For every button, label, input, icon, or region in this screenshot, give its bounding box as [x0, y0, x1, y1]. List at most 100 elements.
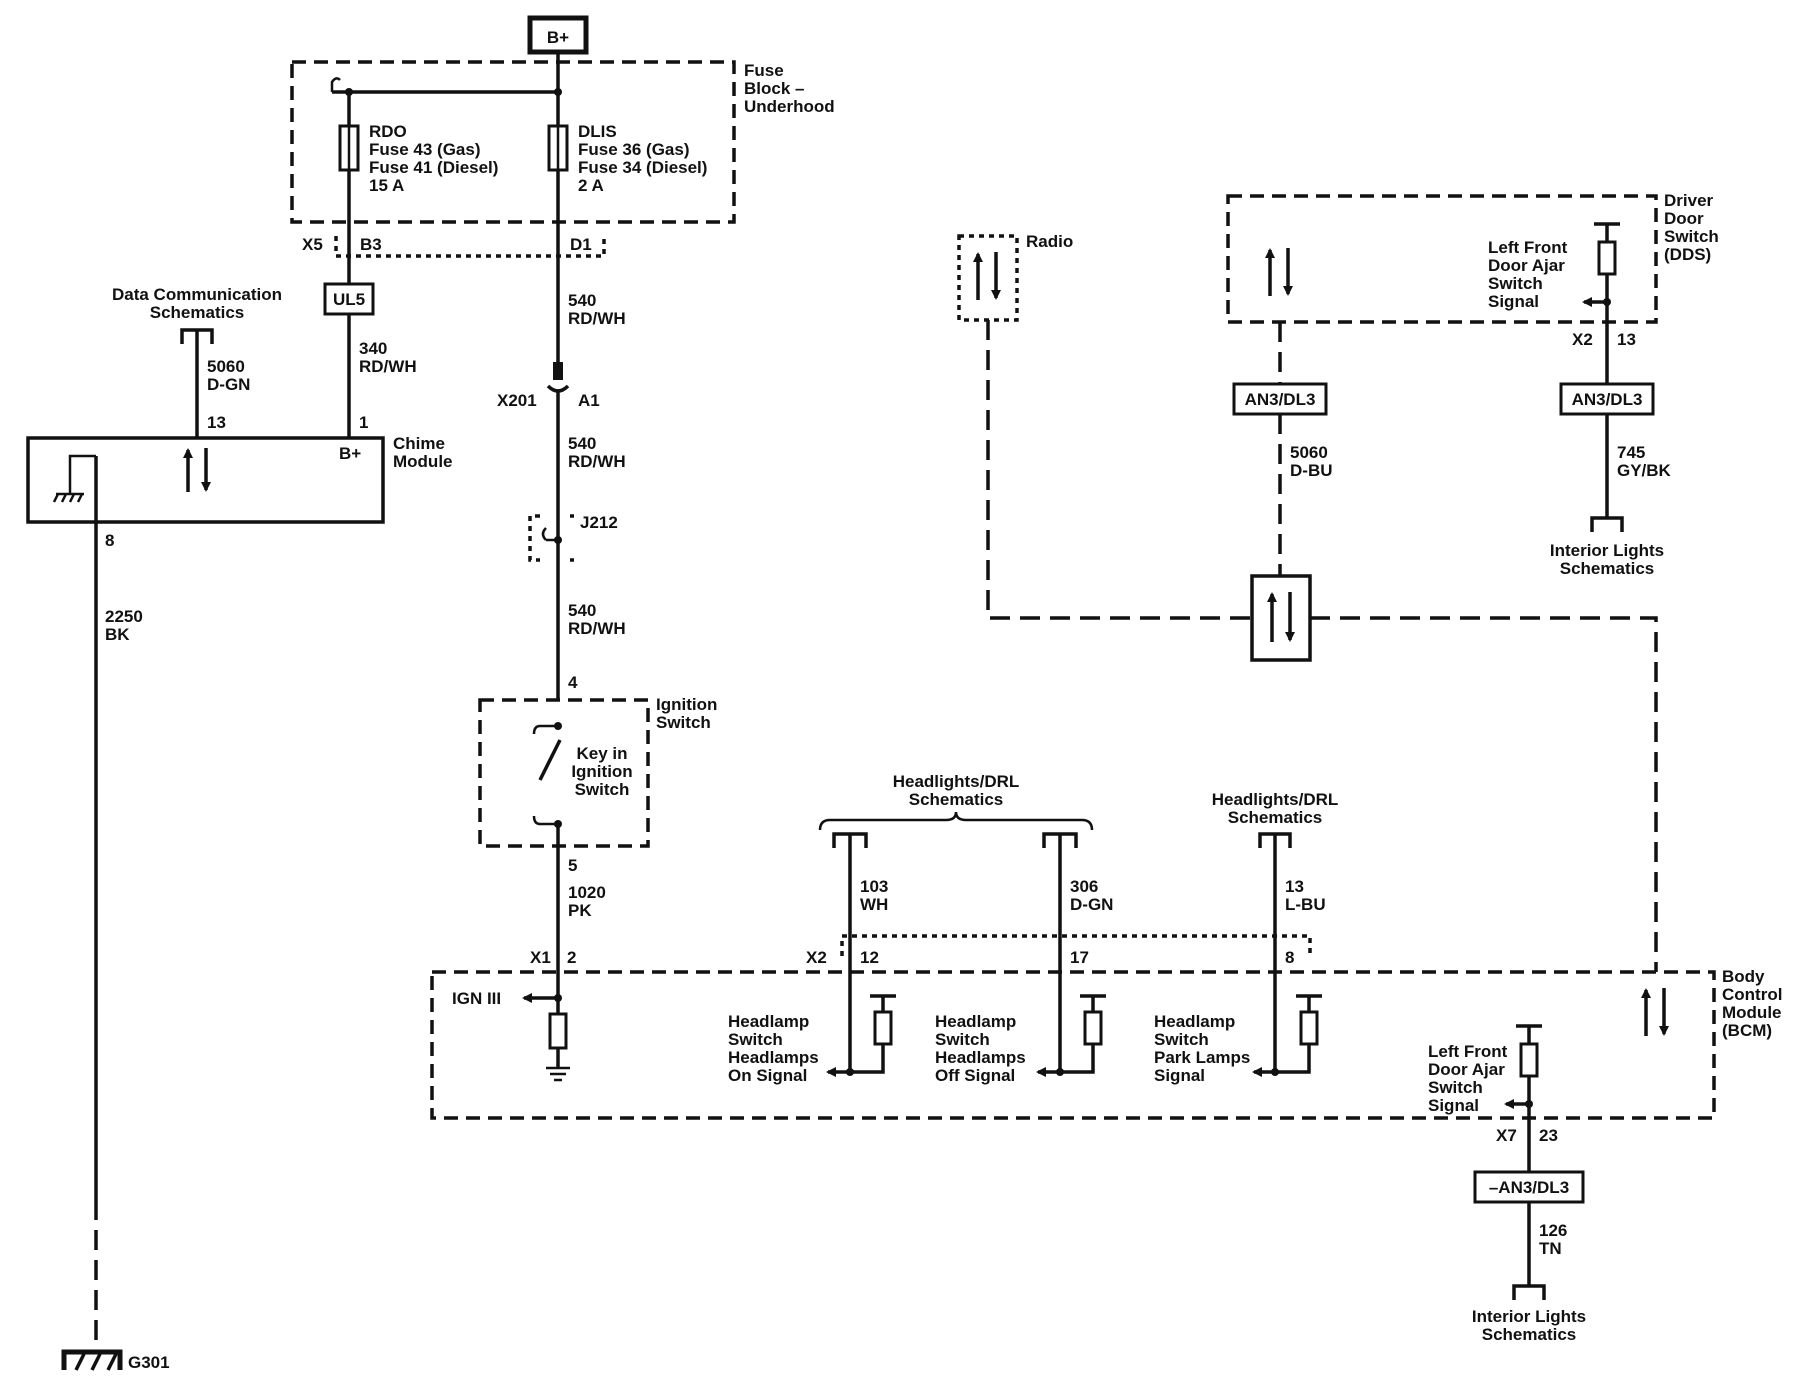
wire-540-c-label: 540 RD/WH — [568, 601, 626, 638]
svg-text:Chime: Chime — [393, 434, 445, 453]
bcm-x7-pin-label: 23 — [1539, 1126, 1558, 1145]
svg-text:Schematics: Schematics — [150, 303, 245, 322]
svg-text:Fuse 34 (Diesel): Fuse 34 (Diesel) — [578, 158, 707, 177]
svg-text:(BCM): (BCM) — [1722, 1021, 1772, 1040]
svg-text:Fuse 41 (Diesel): Fuse 41 (Diesel) — [369, 158, 498, 177]
option-box-right: AN3/DL3 — [1559, 382, 1655, 416]
headlights-drl-brace — [818, 811, 1094, 831]
wire-540-b-label: 540 RD/WH — [568, 434, 626, 471]
svg-text:5060: 5060 — [207, 357, 245, 376]
fuse-block-outline — [290, 60, 736, 224]
chime-pin-1: 1 — [359, 413, 368, 432]
dds-door-ajar-signal-label: Left Front Door Ajar Switch Signal — [1488, 238, 1568, 311]
svg-text:Ignition: Ignition — [656, 695, 717, 714]
bcm-x1-connector-label: X1 — [530, 948, 551, 967]
svg-text:Underhood: Underhood — [744, 97, 835, 116]
svg-text:Ignition: Ignition — [571, 762, 632, 781]
ign-iii-label: IGN III — [452, 989, 501, 1008]
svg-text:540: 540 — [568, 434, 596, 453]
dds-pullup-resistor-icon — [1582, 222, 1620, 307]
svg-text:Schematics: Schematics — [909, 790, 1004, 809]
svg-text:745: 745 — [1617, 443, 1645, 462]
svg-text:Interior Lights: Interior Lights — [1472, 1307, 1586, 1326]
option-box-bottom: –AN3/DL3 — [1473, 1170, 1585, 1204]
battery-power-source: B+ — [527, 15, 589, 55]
svg-text:Signal: Signal — [1488, 292, 1539, 311]
wire-306-label: 306 D-GN — [1070, 877, 1113, 914]
svg-text:340: 340 — [359, 339, 387, 358]
svg-text:RD/WH: RD/WH — [568, 619, 626, 638]
bus-bar-end-hook — [330, 77, 341, 92]
svg-text:–AN3/DL3: –AN3/DL3 — [1489, 1178, 1569, 1197]
bcm-x2-connector-label: X2 — [806, 948, 827, 967]
radio-outline — [957, 234, 1019, 322]
svg-text:5060: 5060 — [1290, 443, 1328, 462]
bcm-x2-pin-8: 8 — [1285, 948, 1294, 967]
svg-text:D-BU: D-BU — [1290, 461, 1333, 480]
rdo-fuse-label: RDO Fuse 43 (Gas) Fuse 41 (Diesel) 15 A — [369, 122, 498, 195]
headlamps-off-pullup-icon — [1036, 994, 1106, 1077]
pin-d1-label: D1 — [570, 235, 592, 254]
headlamps-on-signal-label: Headlamp Switch Headlamps On Signal — [728, 1012, 819, 1085]
driver-door-switch-label: Driver Door Switch (DDS) — [1664, 191, 1719, 264]
svg-text:GY/BK: GY/BK — [1617, 461, 1672, 480]
headlights-drl-reference-b: Headlights/DRL Schematics — [1212, 790, 1339, 827]
svg-text:D-GN: D-GN — [207, 375, 250, 394]
svg-text:540: 540 — [568, 601, 596, 620]
interior-lights-bottom-bracket — [1512, 1284, 1546, 1300]
svg-text:Interior Lights: Interior Lights — [1550, 541, 1664, 560]
ignition-switch-outline — [478, 698, 650, 848]
bcm-x2-connector — [840, 934, 1312, 956]
svg-text:126: 126 — [1539, 1221, 1567, 1240]
svg-text:1020: 1020 — [568, 883, 606, 902]
svg-text:Fuse: Fuse — [744, 61, 784, 80]
j212-splice-pack-icon — [528, 514, 574, 562]
wire-103-label: 103 WH — [860, 877, 888, 914]
svg-text:Headlamp: Headlamp — [1154, 1012, 1235, 1031]
bcm-outline — [430, 970, 1716, 1120]
ul5-option-box: UL5 — [323, 282, 375, 316]
bcm-door-ajar-pullup-icon — [1504, 1024, 1542, 1109]
svg-text:Module: Module — [393, 452, 453, 471]
dds-serial-data-arrows-icon — [1265, 248, 1293, 296]
wire-745-label: 745 GY/BK — [1617, 443, 1672, 480]
svg-text:Left Front: Left Front — [1428, 1042, 1508, 1061]
ignition-switch-label: Ignition Switch — [656, 695, 717, 732]
svg-text:BK: BK — [105, 625, 130, 644]
svg-text:DLIS: DLIS — [578, 122, 617, 141]
svg-text:Schematics: Schematics — [1560, 559, 1655, 578]
chime-pin-13: 13 — [207, 413, 226, 432]
bcm-x1-pin-label: 2 — [567, 948, 576, 967]
pin-b3-label: B3 — [360, 235, 382, 254]
svg-text:Fuse 36 (Gas): Fuse 36 (Gas) — [578, 140, 690, 159]
svg-text:Schematics: Schematics — [1228, 808, 1323, 827]
svg-text:Body: Body — [1722, 967, 1765, 986]
svg-text:Switch: Switch — [1488, 274, 1543, 293]
svg-text:Door Ajar: Door Ajar — [1428, 1060, 1505, 1079]
bcm-serial-data-line — [1310, 616, 1658, 972]
interior-lights-top-bracket — [1590, 516, 1624, 532]
svg-text:Left Front: Left Front — [1488, 238, 1568, 257]
svg-text:Door: Door — [1664, 209, 1704, 228]
wire-2250-label: 2250 BK — [105, 607, 143, 644]
svg-text:Block –: Block – — [744, 79, 804, 98]
svg-text:WH: WH — [860, 895, 888, 914]
svg-text:RD/WH: RD/WH — [568, 452, 626, 471]
svg-text:Driver: Driver — [1664, 191, 1714, 210]
connector-x5-label: X5 — [302, 235, 323, 254]
svg-text:RDO: RDO — [369, 122, 407, 141]
data-communication-reference: Data Communication Schematics — [112, 285, 282, 322]
driver-door-switch-outline — [1226, 194, 1658, 324]
svg-text:L-BU: L-BU — [1285, 895, 1326, 914]
headlamps-off-signal-label: Headlamp Switch Headlamps Off Signal — [935, 1012, 1026, 1085]
svg-text:(DDS): (DDS) — [1664, 245, 1711, 264]
ignition-pin-5: 5 — [568, 856, 577, 875]
svg-text:Door Ajar: Door Ajar — [1488, 256, 1565, 275]
ignition-switch-contacts-icon — [532, 722, 562, 828]
dlis-fuse-label: DLIS Fuse 36 (Gas) Fuse 34 (Diesel) 2 A — [578, 122, 707, 195]
svg-text:AN3/DL3: AN3/DL3 — [1245, 390, 1316, 409]
headlights-drl-reference-a: Headlights/DRL Schematics — [893, 772, 1020, 809]
svg-text:Switch: Switch — [1428, 1078, 1483, 1097]
svg-text:Headlamps: Headlamps — [728, 1048, 819, 1067]
